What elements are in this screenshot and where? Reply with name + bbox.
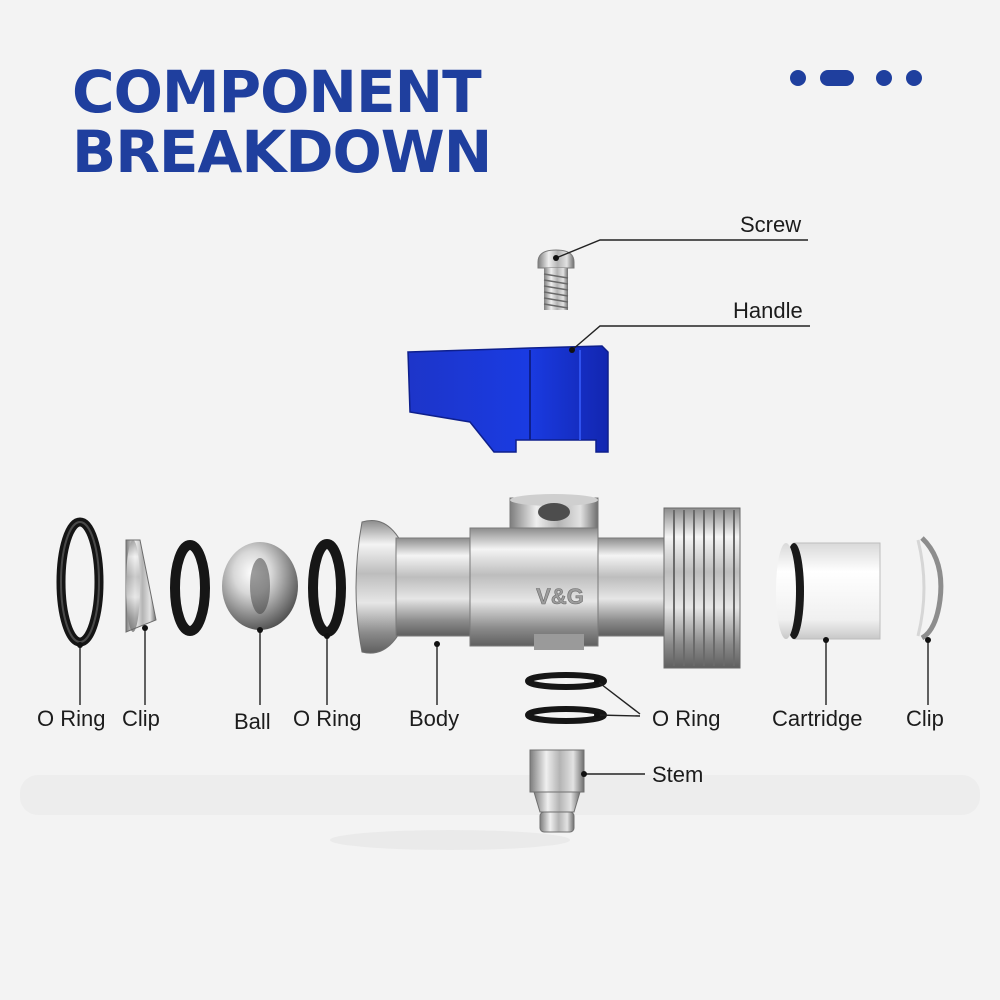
leader-dots bbox=[77, 255, 931, 777]
body-threads bbox=[663, 507, 741, 669]
label-stem: Stem bbox=[652, 762, 704, 787]
o-ring-small-parts bbox=[525, 672, 607, 724]
label-o-ring-stem: O Ring bbox=[652, 706, 721, 731]
label-o-ring-mid: O Ring bbox=[293, 706, 362, 731]
title-line-2: BREAKDOWN bbox=[72, 118, 492, 186]
dot-1 bbox=[790, 70, 806, 86]
dot-active bbox=[820, 70, 854, 86]
label-screw: Screw bbox=[740, 212, 802, 237]
dot-3 bbox=[876, 70, 892, 86]
cartridge-part bbox=[776, 542, 881, 640]
label-clip-left: Clip bbox=[122, 706, 160, 731]
title-line-1: COMPONENT bbox=[72, 58, 482, 126]
label-body: Body bbox=[409, 706, 460, 731]
label-clip-right: Clip bbox=[906, 706, 944, 731]
label-o-ring-left: O Ring bbox=[37, 706, 106, 731]
clip-right-part bbox=[916, 536, 944, 641]
dot-4 bbox=[906, 70, 922, 86]
valve-body-part: V&G bbox=[355, 494, 741, 669]
leader-lines bbox=[79, 239, 929, 775]
stem-part bbox=[529, 749, 585, 833]
ball-part bbox=[222, 542, 298, 630]
o-ring-2-part bbox=[170, 540, 210, 636]
label-ball: Ball bbox=[234, 709, 271, 734]
page-title: COMPONENT BREAKDOWN bbox=[72, 58, 492, 186]
label-handle: Handle bbox=[733, 298, 803, 323]
o-ring-mid-part bbox=[308, 539, 346, 637]
pagination-dots bbox=[790, 70, 930, 86]
handle-part bbox=[407, 345, 609, 453]
label-cartridge: Cartridge bbox=[772, 706, 863, 731]
o-ring-left-part bbox=[56, 517, 104, 647]
clip-left-part bbox=[125, 539, 157, 633]
floor-reflection bbox=[20, 775, 980, 850]
brand-mark: V&G bbox=[536, 584, 584, 609]
